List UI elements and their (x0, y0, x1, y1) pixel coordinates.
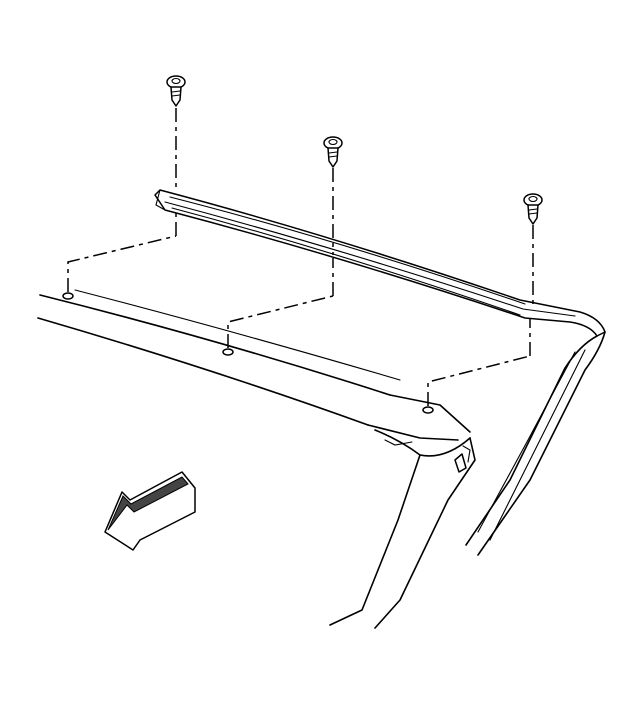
roof-panel (37, 289, 471, 441)
screw-3 (523, 193, 543, 305)
screw-1 (166, 75, 186, 190)
mounting-holes (62, 292, 434, 414)
windshield-frame (329, 429, 476, 629)
screw-2 (323, 136, 343, 255)
side-rail (465, 331, 606, 556)
fasteners (166, 75, 543, 305)
leader-lines-holes (67, 212, 531, 406)
direction-arrow-icon (104, 471, 196, 551)
weatherstrip-retainer (154, 189, 606, 337)
